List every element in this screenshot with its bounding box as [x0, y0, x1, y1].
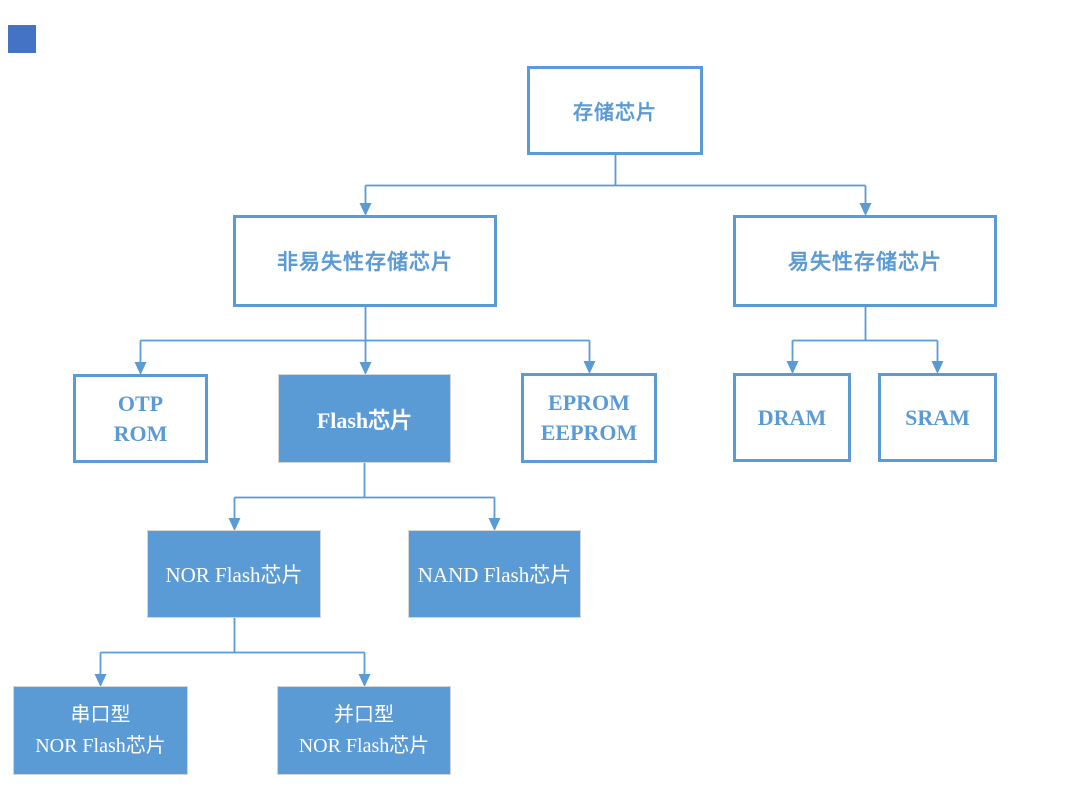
arrowhead	[359, 203, 372, 216]
arrowhead	[358, 674, 371, 687]
edge-volatile-to-children	[791, 307, 939, 361]
connector-arrowheads	[94, 203, 944, 687]
node-serial-nor-flash-chip: 串口型 NOR Flash芯片	[13, 686, 188, 775]
node-storage-chip: 存储芯片	[527, 66, 703, 155]
edge-nor-to-children	[99, 618, 366, 674]
arrowhead	[228, 518, 241, 531]
arrowhead	[859, 203, 872, 216]
node-nor-flash-chip: NOR Flash芯片	[147, 530, 321, 618]
stray-blue-square	[8, 25, 36, 53]
edge-flash-to-children	[233, 463, 496, 518]
node-eprom-eeprom: EPROM EEPROM	[521, 373, 657, 463]
arrowhead	[786, 361, 799, 374]
node-dram: DRAM	[733, 373, 851, 462]
node-parallel-nor-flash-chip: 并口型 NOR Flash芯片	[277, 686, 451, 775]
arrowhead	[583, 361, 596, 374]
node-flash-chip: Flash芯片	[278, 374, 451, 463]
node-otp-rom: OTP ROM	[73, 374, 208, 463]
arrowhead	[931, 361, 944, 374]
node-nonvolatile-memory-chip: 非易失性存储芯片	[233, 215, 497, 307]
connector-paths	[99, 155, 939, 674]
arrowhead	[94, 674, 107, 687]
edge-nonvolatile-to-children	[139, 307, 591, 362]
node-volatile-memory-chip: 易失性存储芯片	[733, 215, 997, 307]
edge-root-to-level2	[364, 155, 867, 203]
node-sram: SRAM	[878, 373, 997, 462]
node-nand-flash-chip: NAND Flash芯片	[408, 530, 581, 618]
arrowhead	[488, 518, 501, 531]
arrowhead	[359, 362, 372, 375]
arrowhead	[134, 362, 147, 375]
